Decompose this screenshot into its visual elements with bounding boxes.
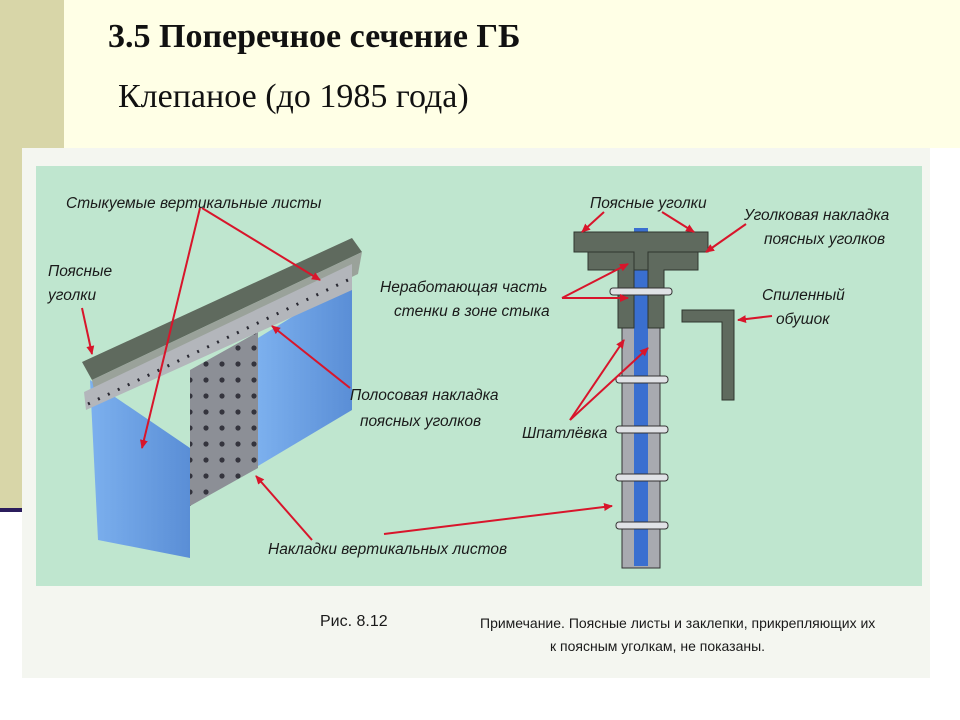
label-putty: Шпатлёвка (522, 425, 608, 442)
strip-cover-plate (84, 264, 352, 410)
riveted-girder-figure: Стыкуемые вертикальные листы Поясные уго… (22, 148, 930, 678)
flange-angle-right-section (647, 251, 699, 329)
girder-cross-section (573, 228, 735, 569)
label-planed-2: обушок (776, 311, 830, 328)
planed-angle-heel (681, 309, 735, 401)
rivet-1 (609, 287, 673, 296)
label-vertical-covers: Накладки вертикальных листов (268, 541, 507, 558)
label-angle-cover-2: поясных уголков (764, 231, 885, 248)
web-sheet (634, 228, 648, 566)
rivet-4 (615, 473, 669, 482)
leader-arrows (81, 207, 773, 541)
label-flange-angles-right: Поясные уголки (590, 195, 707, 212)
figure-note-line-1: Примечание. Поясные листы и заклепки, пр… (480, 615, 875, 631)
slide-title: 3.5 Поперечное сечение ГБ (108, 18, 521, 55)
accent-rule (0, 508, 24, 512)
vertical-sheet-right (258, 280, 352, 466)
label-flange-angles-left-2: уголки (47, 287, 97, 304)
rivet-row (87, 278, 349, 406)
girder-isometric-view (82, 238, 362, 558)
flange-angle-top (82, 238, 362, 380)
slide-subtitle: Клепаное (до 1985 года) (118, 78, 469, 115)
label-strip-cover-1: Полосовая накладка (350, 387, 499, 404)
label-planed-1: Спиленный (762, 287, 845, 304)
label-strip-cover-2: поясных уголков (360, 413, 481, 430)
label-butt-sheets: Стыкуемые вертикальные листы (66, 195, 322, 212)
rivet-5 (615, 521, 669, 530)
girder-diagram: Стыкуемые вертикальные листы Поясные уго… (22, 148, 930, 678)
rivet-2 (615, 375, 669, 384)
label-flange-angles-left-1: Поясные (48, 263, 112, 280)
label-angle-cover-1: Уголковая накладка (743, 207, 890, 224)
label-idle-part-1: Неработающая часть (380, 279, 547, 296)
figure-note-line-2: к поясным уголкам, не показаны. (550, 638, 765, 654)
rivet-3 (615, 425, 669, 434)
title-area (64, 0, 960, 148)
figure-caption: Рис. 8.12 (320, 613, 388, 630)
label-idle-part-2: стенки в зоне стыка (394, 303, 550, 320)
vertical-sheet-left (90, 380, 190, 558)
